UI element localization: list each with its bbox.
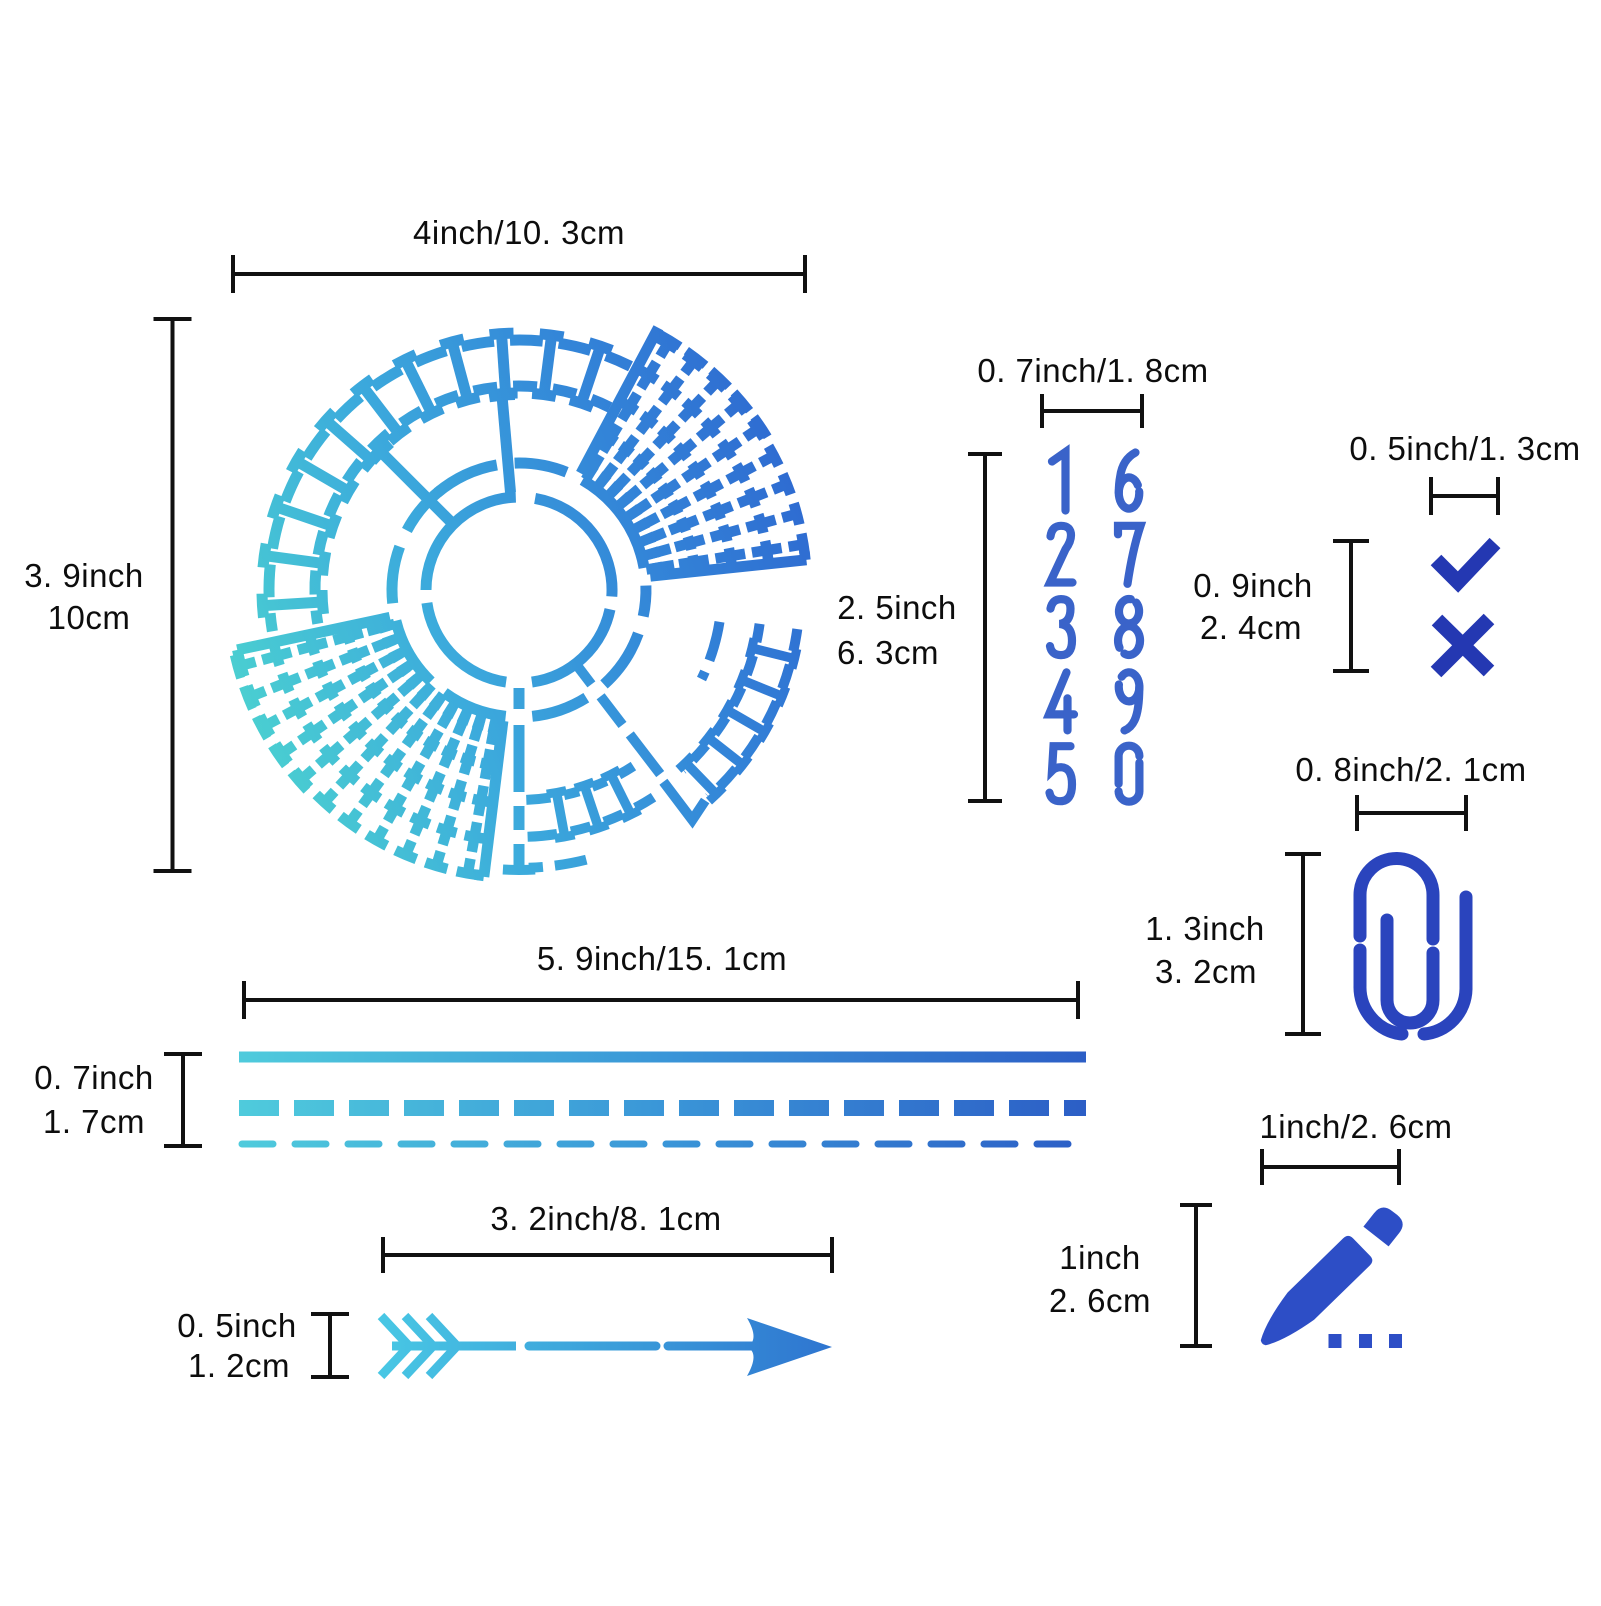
svg-text:1. 7cm: 1. 7cm [43, 1103, 145, 1140]
svg-text:10cm: 10cm [48, 599, 131, 636]
svg-text:0. 8inch/2. 1cm: 0. 8inch/2. 1cm [1295, 751, 1526, 788]
svg-text:1. 3inch: 1. 3inch [1145, 910, 1265, 947]
svg-text:3. 9inch: 3. 9inch [24, 557, 144, 594]
svg-text:3. 2inch/8. 1cm: 3. 2inch/8. 1cm [490, 1200, 721, 1237]
svg-text:2. 4cm: 2. 4cm [1200, 609, 1302, 646]
svg-text:3. 2cm: 3. 2cm [1155, 953, 1257, 990]
svg-text:1inch/2. 6cm: 1inch/2. 6cm [1259, 1108, 1452, 1145]
svg-text:1. 2cm: 1. 2cm [188, 1347, 290, 1384]
svg-text:5. 9inch/15. 1cm: 5. 9inch/15. 1cm [537, 940, 787, 977]
svg-text:0. 5inch: 0. 5inch [177, 1307, 297, 1344]
svg-text:0. 7inch/1. 8cm: 0. 7inch/1. 8cm [977, 352, 1208, 389]
svg-text:4inch/10. 3cm: 4inch/10. 3cm [413, 214, 625, 251]
svg-text:0. 7inch: 0. 7inch [34, 1059, 154, 1096]
svg-text:0. 5inch/1. 3cm: 0. 5inch/1. 3cm [1349, 430, 1580, 467]
svg-text:6. 3cm: 6. 3cm [837, 634, 939, 671]
svg-text:2. 6cm: 2. 6cm [1049, 1282, 1151, 1319]
svg-text:1inch: 1inch [1059, 1239, 1140, 1276]
svg-text:0. 9inch: 0. 9inch [1193, 567, 1313, 604]
svg-text:2. 5inch: 2. 5inch [837, 589, 957, 626]
